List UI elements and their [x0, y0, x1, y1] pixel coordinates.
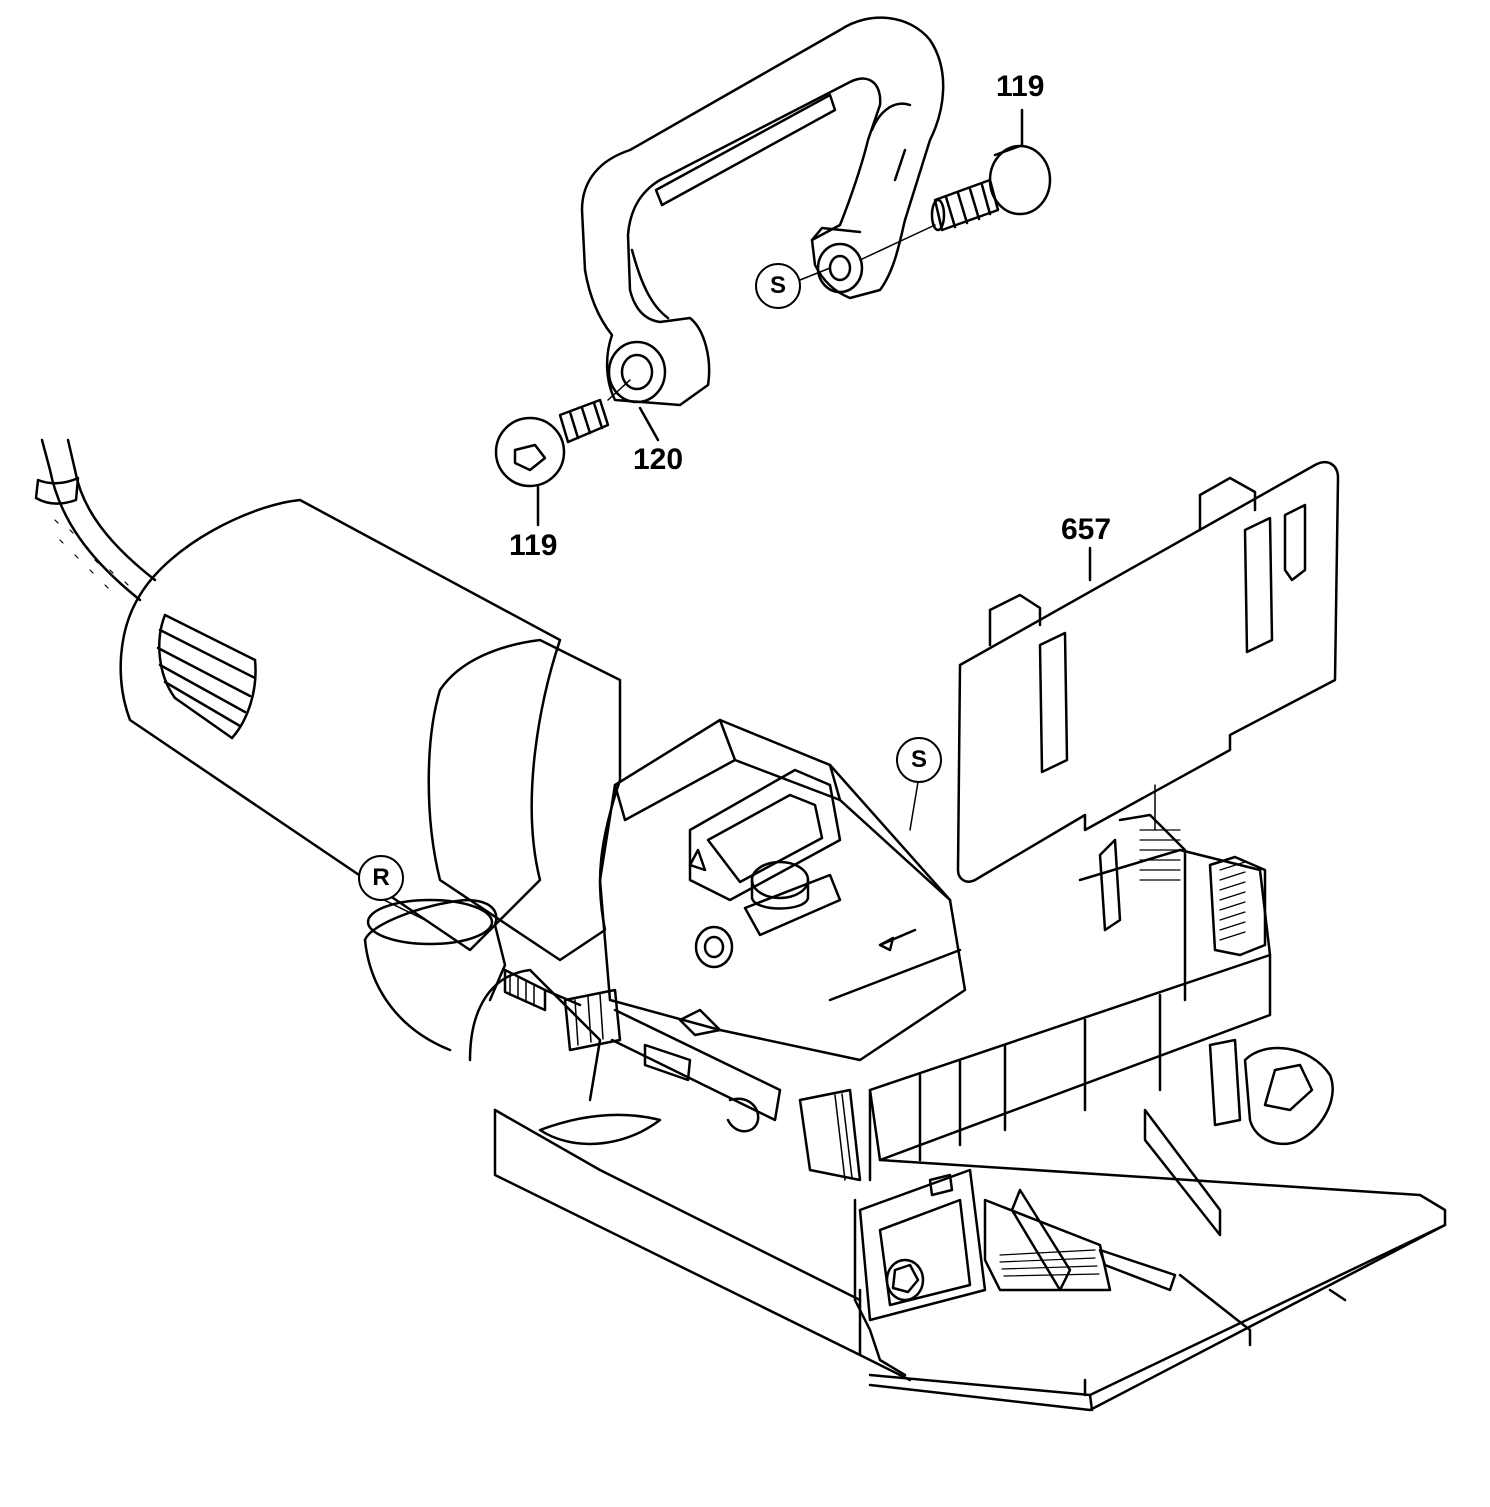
part-label-119-bottom: 119: [509, 529, 558, 562]
part-label-119-top: 119: [996, 70, 1045, 103]
fence-assembly-part: [853, 813, 1447, 1412]
part-label-120: 120: [633, 443, 684, 476]
service-callout-handle: S: [755, 263, 801, 309]
service-callout-motor: S: [896, 737, 942, 783]
screw-bottom-left-part: [494, 379, 660, 527]
power-cord-part: [34, 438, 157, 602]
part-label-657: 657: [1061, 513, 1112, 546]
gear-head-part: [598, 718, 967, 1062]
dust-port-callout: R: [358, 855, 404, 901]
screw-top-right-part: [859, 108, 1052, 261]
adjustment-rod-part: [503, 968, 862, 1182]
callout-leaders: [379, 267, 919, 921]
base-housing-part: [363, 898, 912, 1382]
plate-657-part: [956, 461, 1340, 883]
handle-part: [580, 16, 945, 407]
